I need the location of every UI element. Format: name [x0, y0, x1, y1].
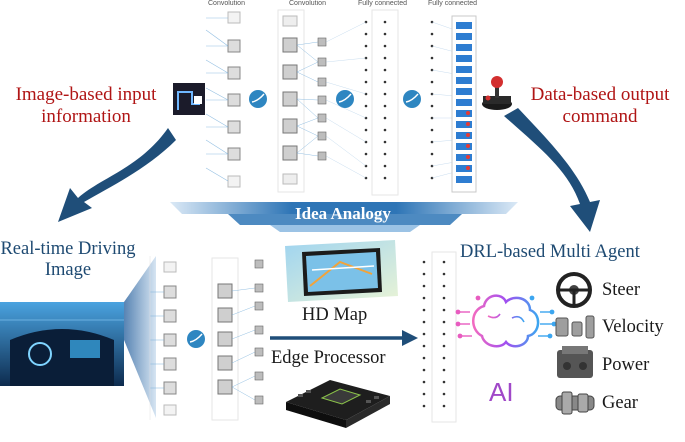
output-label: Data-based output command [530, 84, 670, 127]
realtime-label: Real-time Driving Image [0, 239, 136, 281]
funnel-shape [124, 256, 156, 418]
agent-steer: Steer [602, 280, 641, 300]
ai-label: AI [489, 377, 514, 407]
ai-brain-icon [455, 294, 557, 348]
agent-power: Power [602, 355, 650, 375]
main-arrow [270, 330, 418, 346]
idea-analogy-banner [170, 202, 518, 214]
hd-map-image [285, 240, 398, 302]
bottom-fc-layers [422, 251, 457, 423]
idea-analogy-label: Idea Analogy [295, 204, 391, 223]
car-dashboard-image [0, 302, 124, 386]
top-network [205, 9, 477, 196]
joystick-icon [482, 76, 512, 110]
pedals-icon [555, 315, 595, 339]
layer-label-3: Fully connected [358, 0, 408, 7]
input-image-icon [173, 83, 205, 115]
arrow-output-to-agent [504, 108, 600, 232]
hdmap-label: HD Map [302, 305, 368, 325]
top-layer1-boxes [227, 11, 241, 188]
agent-velocity: Velocity [602, 317, 664, 337]
engine-icon [557, 346, 593, 378]
edge-processor-label: Edge Processor [271, 348, 386, 368]
input-label: Image-based input information [15, 84, 157, 127]
multi-agent-label: DRL-based Multi Agent [460, 242, 640, 262]
agent-gear: Gear [602, 393, 638, 413]
layer-label-1: Convolution [208, 0, 245, 7]
arrow-input-to-realtime [58, 128, 176, 222]
layer-label-2: Convolution [289, 0, 326, 7]
edge-processor-image [286, 380, 390, 428]
gearbox-icon [555, 391, 595, 415]
bottom-network [150, 257, 264, 421]
layer-label-4: Fully connected [428, 0, 478, 7]
steering-wheel-icon [556, 272, 592, 308]
